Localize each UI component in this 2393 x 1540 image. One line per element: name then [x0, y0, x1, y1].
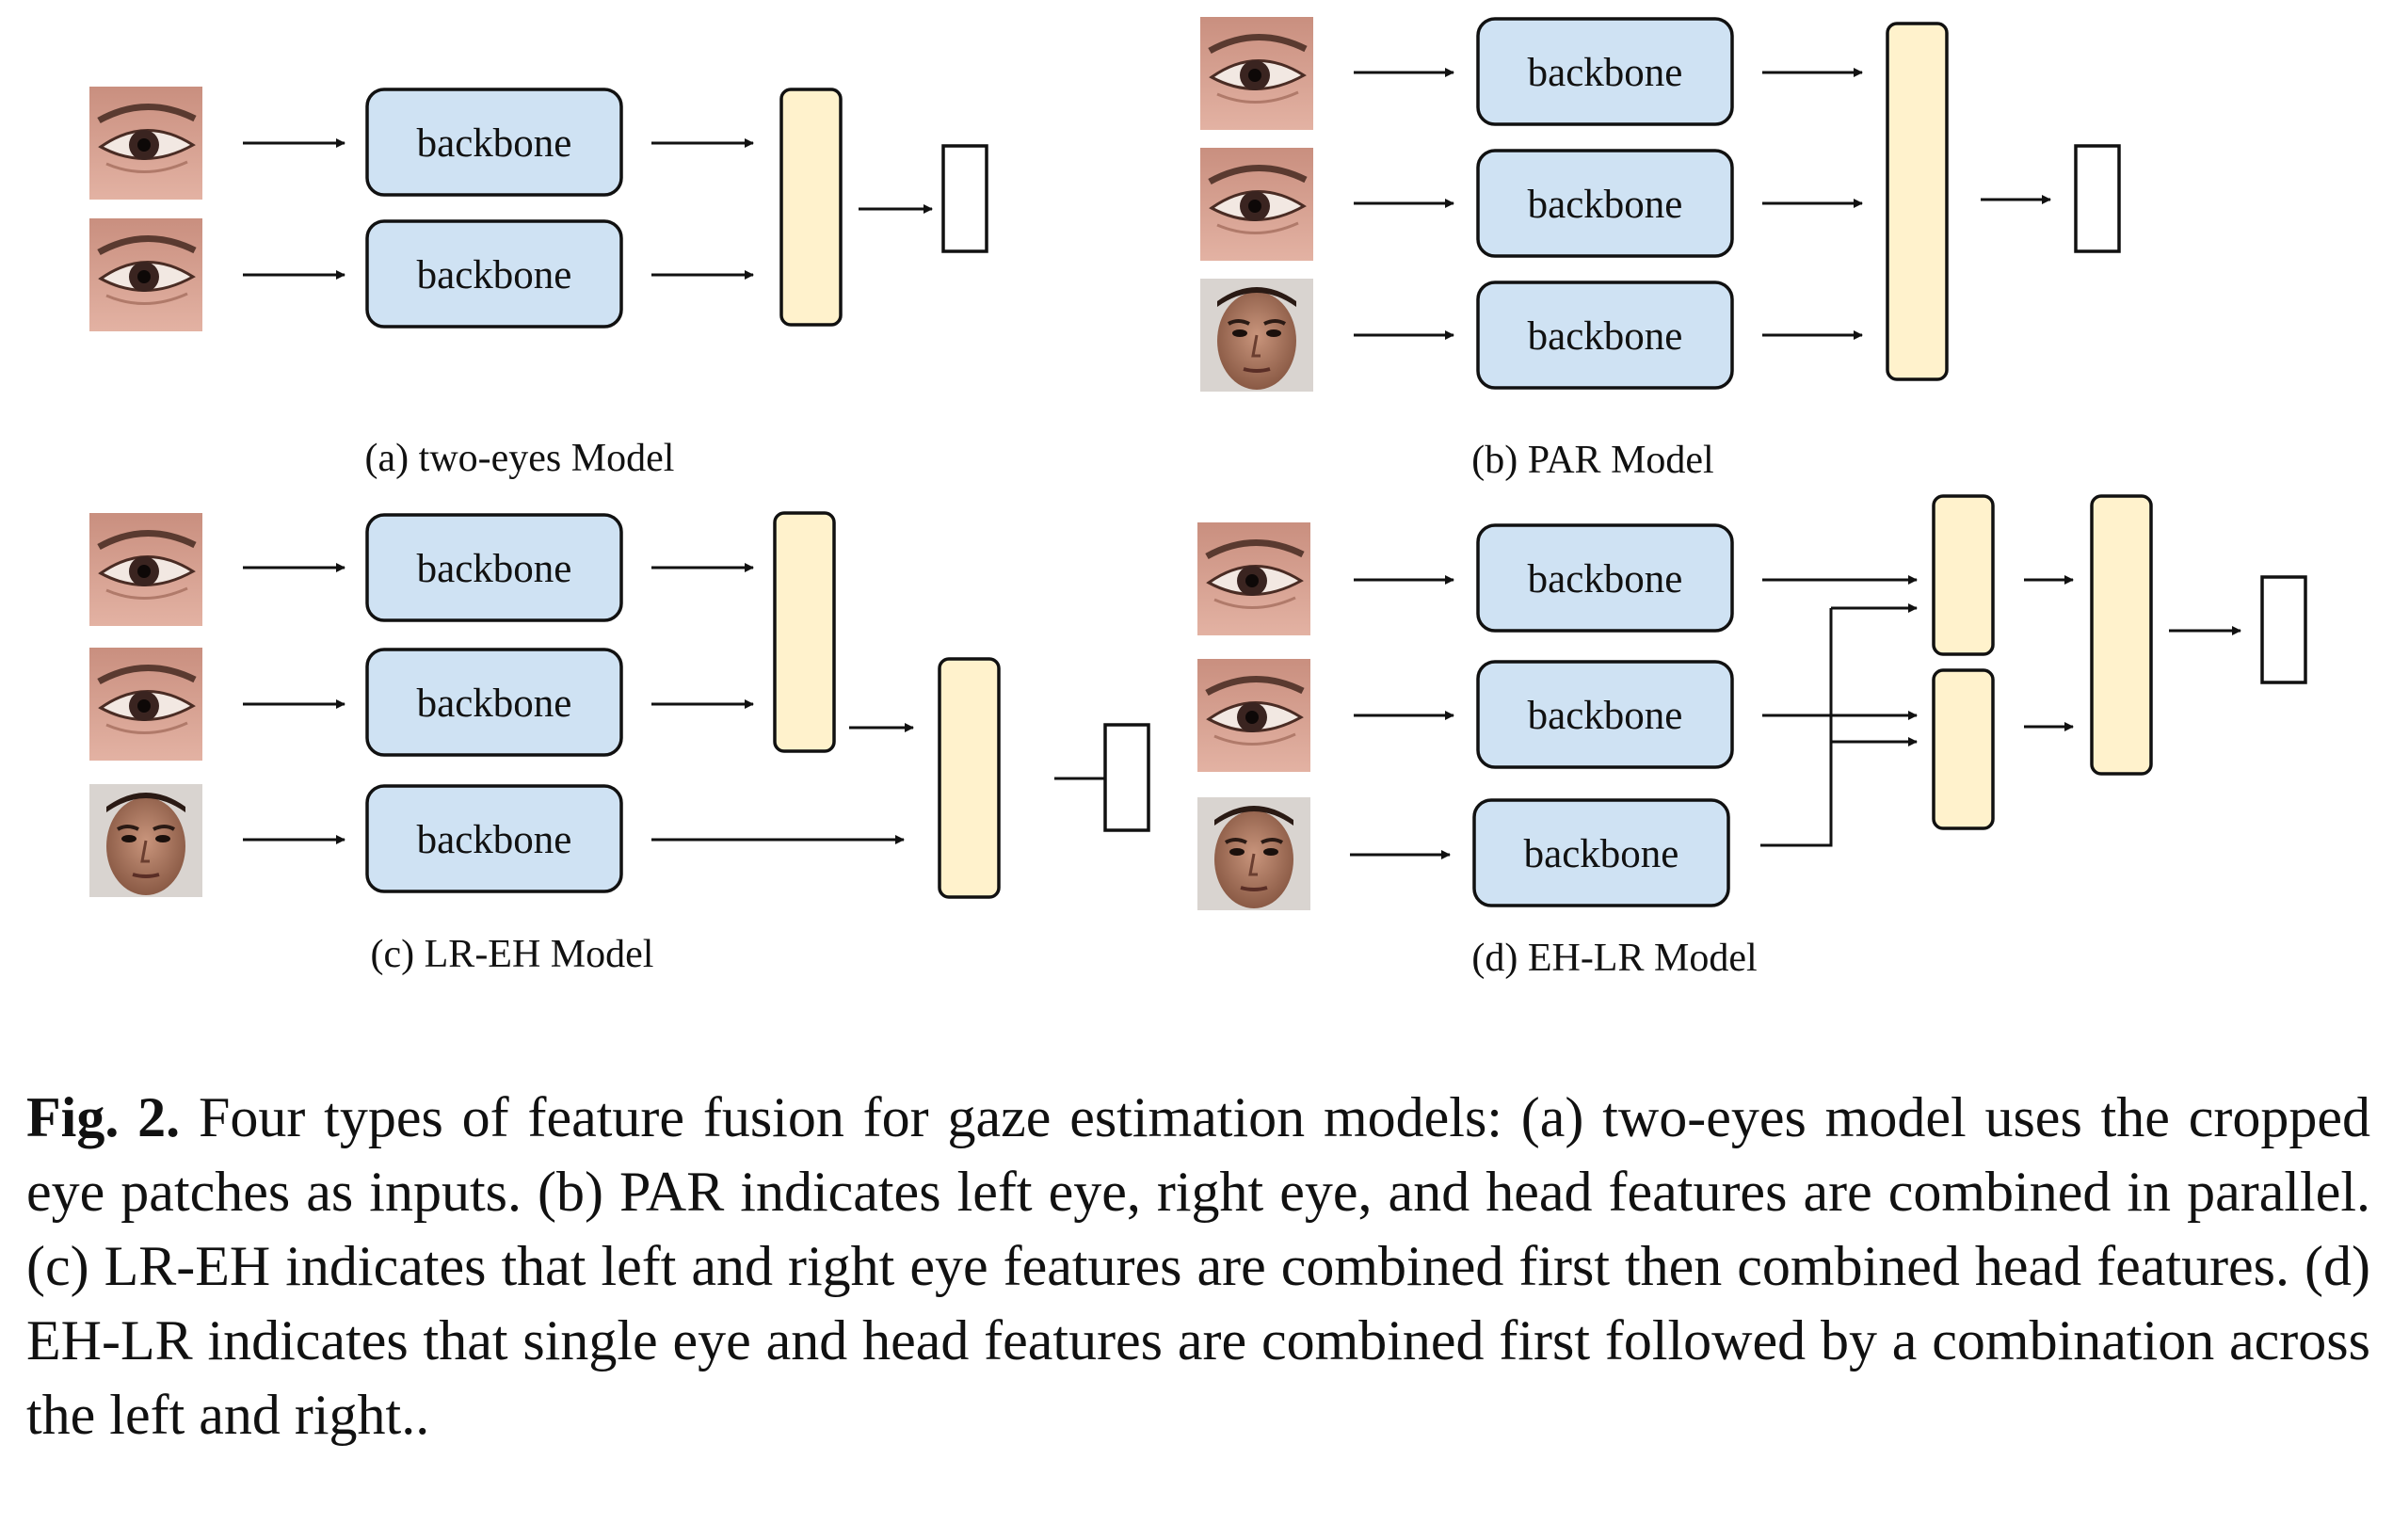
right-eye-photo [89, 648, 202, 761]
backbone-box [1476, 523, 1734, 633]
figure-diagram: backbone backbone (a) two-eyes Model bac… [0, 0, 2307, 980]
backbone-label: backbone [417, 818, 572, 862]
left-eye-photo [89, 87, 202, 200]
backbone-label: backbone [1524, 832, 1679, 876]
fusion-block [1932, 668, 1995, 830]
fusion-block [2090, 494, 2153, 776]
subfigure-caption: (c) LR-EH Model [371, 933, 654, 976]
left-eye-photo [1197, 522, 1310, 635]
subfigure-caption: (a) two-eyes Model [365, 437, 675, 480]
backbone-label: backbone [417, 253, 572, 297]
backbone-box [1476, 660, 1734, 769]
panel-a: backbone backbone (a) two-eyes Model [89, 87, 988, 480]
fusion-block [1932, 494, 1995, 656]
figure-label: Fig. 2. [26, 1086, 181, 1148]
right-eye-photo [1200, 148, 1313, 261]
face-photo [89, 784, 202, 897]
backbone-box [365, 513, 623, 622]
backbone-box [365, 219, 623, 329]
panel-b: backbone backbone backbone (b) PAR Model [1200, 17, 2121, 482]
backbone-box [365, 648, 623, 757]
subfigure-caption: (b) PAR Model [1471, 439, 1713, 482]
backbone-box [1476, 281, 1734, 390]
fusion-block [938, 657, 1001, 899]
fusion-block [779, 88, 843, 327]
backbone-label: backbone [1528, 314, 1683, 359]
output-box [2260, 575, 2307, 684]
connector-line [1760, 608, 1833, 847]
caption-text: Four types of feature fusion for gaze es… [26, 1086, 2370, 1446]
panel-d: backbone backbone backbone (d) EH-LR Mod… [1197, 494, 2307, 980]
right-eye-photo [1197, 659, 1310, 772]
backbone-label: backbone [1528, 694, 1683, 738]
backbone-label: backbone [1528, 51, 1683, 95]
backbone-box [1472, 798, 1730, 907]
backbone-label: backbone [1528, 557, 1683, 602]
face-photo [1200, 279, 1313, 392]
panel-c: backbone backbone backbone (c) LR-EH Mod… [89, 511, 1150, 976]
left-eye-photo [89, 513, 202, 626]
fusion-block [773, 511, 836, 753]
backbone-label: backbone [417, 682, 572, 726]
figure-caption: Fig. 2. Four types of feature fusion for… [26, 1081, 2370, 1452]
output-box [2074, 144, 2121, 253]
backbone-label: backbone [1528, 183, 1683, 227]
left-eye-photo [1200, 17, 1313, 130]
backbone-label: backbone [417, 121, 572, 166]
fusion-block [1886, 22, 1949, 381]
face-photo [1197, 797, 1310, 910]
subfigure-caption: (d) EH-LR Model [1471, 937, 1757, 980]
backbone-label: backbone [417, 547, 572, 591]
backbone-box [365, 784, 623, 893]
output-box [1103, 723, 1150, 832]
output-box [941, 144, 988, 253]
backbone-box [1476, 149, 1734, 258]
backbone-box [1476, 17, 1734, 126]
backbone-box [365, 88, 623, 197]
right-eye-photo [89, 218, 202, 331]
